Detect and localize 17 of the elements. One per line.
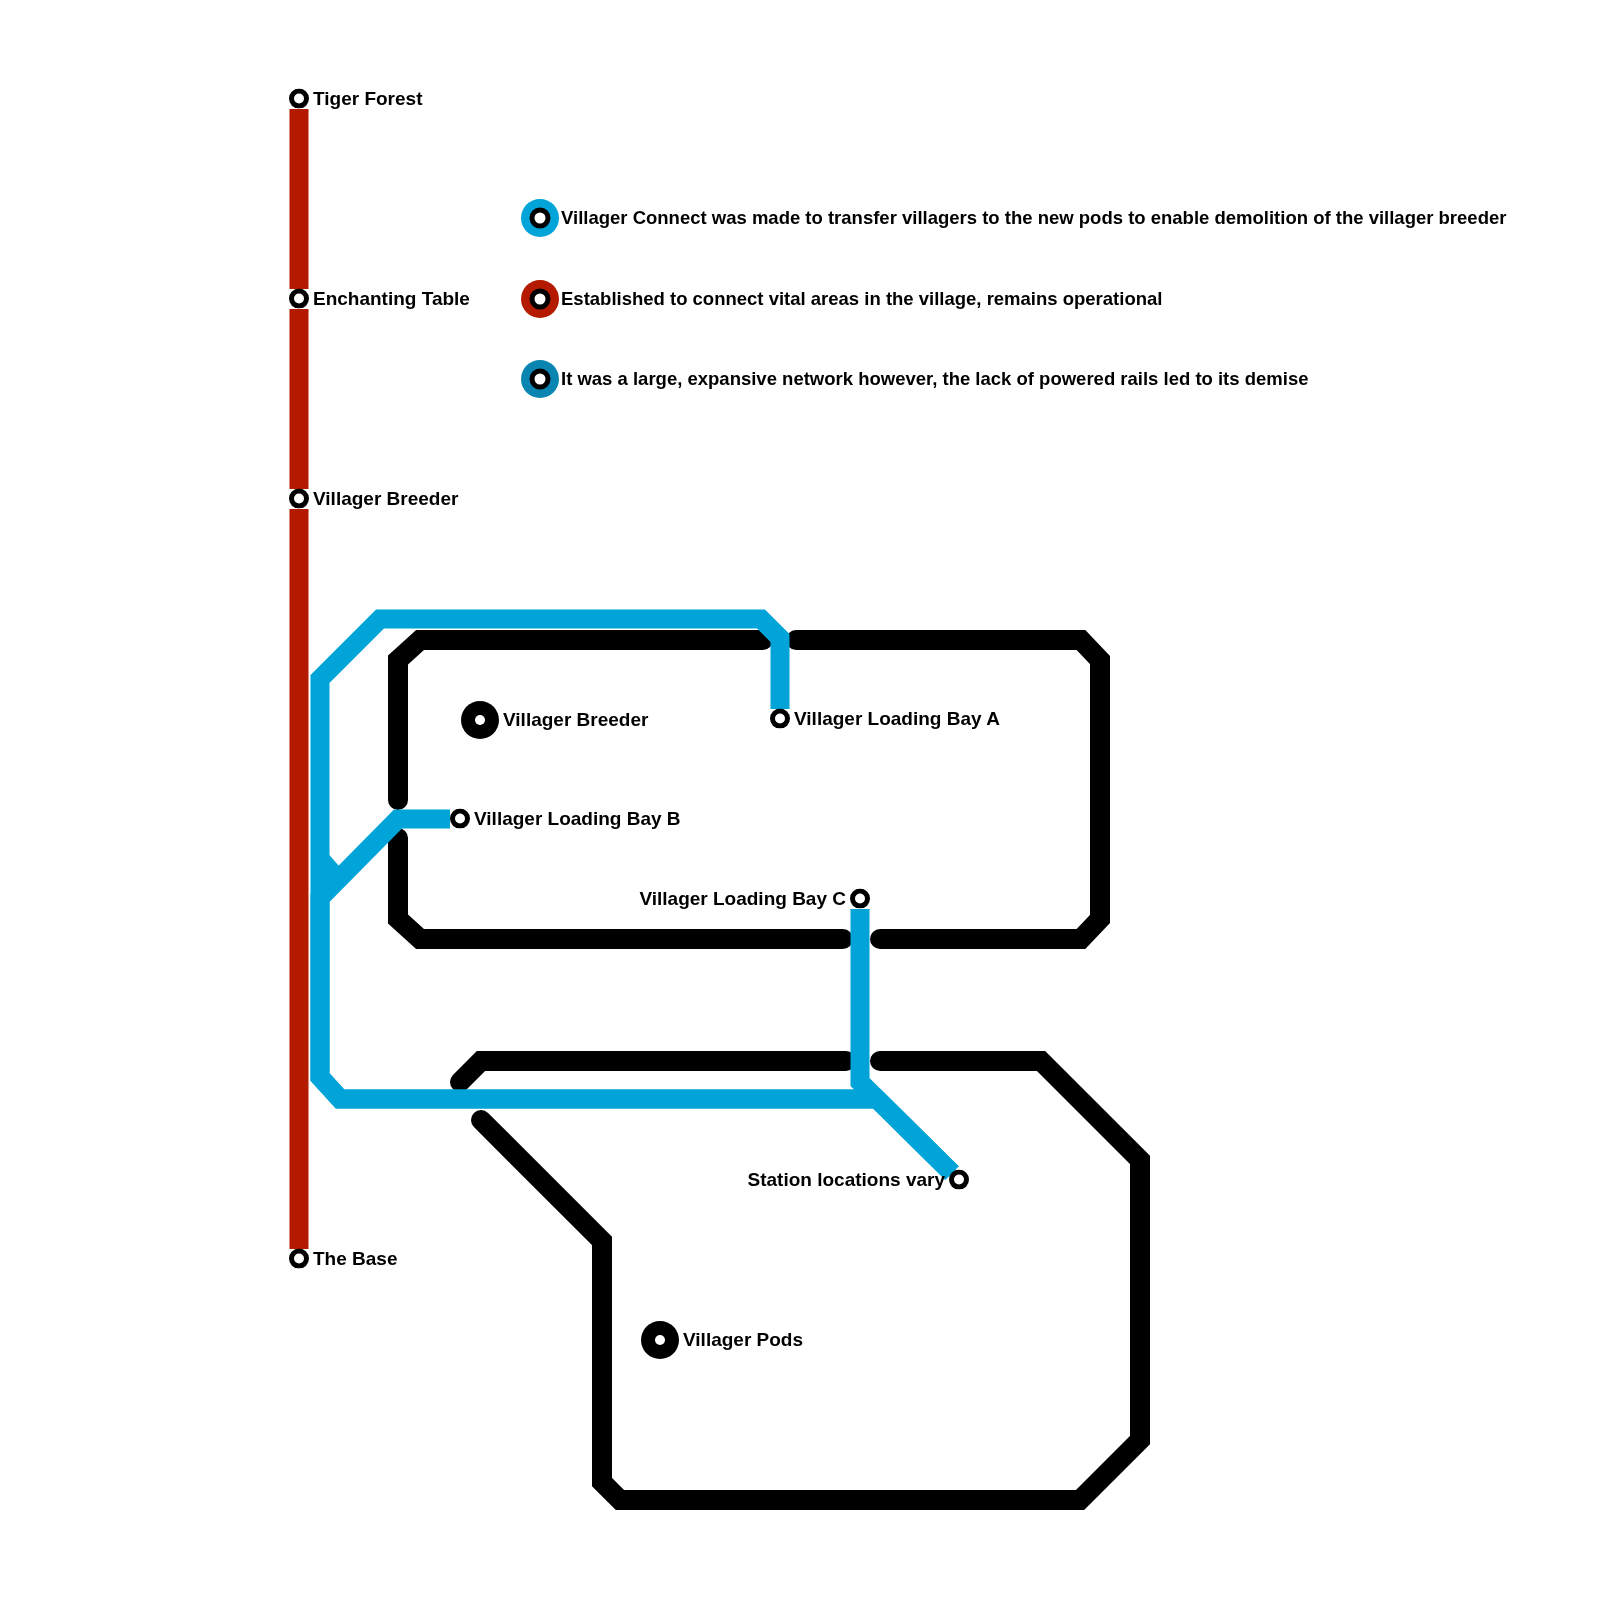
rail-line <box>289 309 309 489</box>
station-label: Enchanting Table <box>312 288 471 310</box>
station-label: Villager Pods <box>682 1329 805 1351</box>
station-label: Villager Loading Bay A <box>793 708 1001 730</box>
legend-text: Established to connect vital areas in the village, remains operational <box>561 288 1163 310</box>
station-label: Villager Breeder <box>502 709 650 731</box>
station-label: Villager Loading Bay C <box>638 888 847 910</box>
legend-text: Villager Connect was made to transfer villagers to the new pods to enable demolition of the villager breeder <box>561 207 1507 229</box>
rail-line <box>289 509 309 1249</box>
station-label: Villager Breeder <box>312 488 460 510</box>
station-label: The Base <box>312 1248 399 1270</box>
station-label: Villager Loading Bay B <box>473 808 682 830</box>
station-label: Tiger Forest <box>312 88 424 110</box>
station-label: Station locations vary <box>746 1169 946 1191</box>
legend-text: It was a large, expansive network however, the lack of powered rails led to its demise <box>561 368 1309 390</box>
rail-line <box>289 109 309 289</box>
rail-line <box>850 909 959 1180</box>
